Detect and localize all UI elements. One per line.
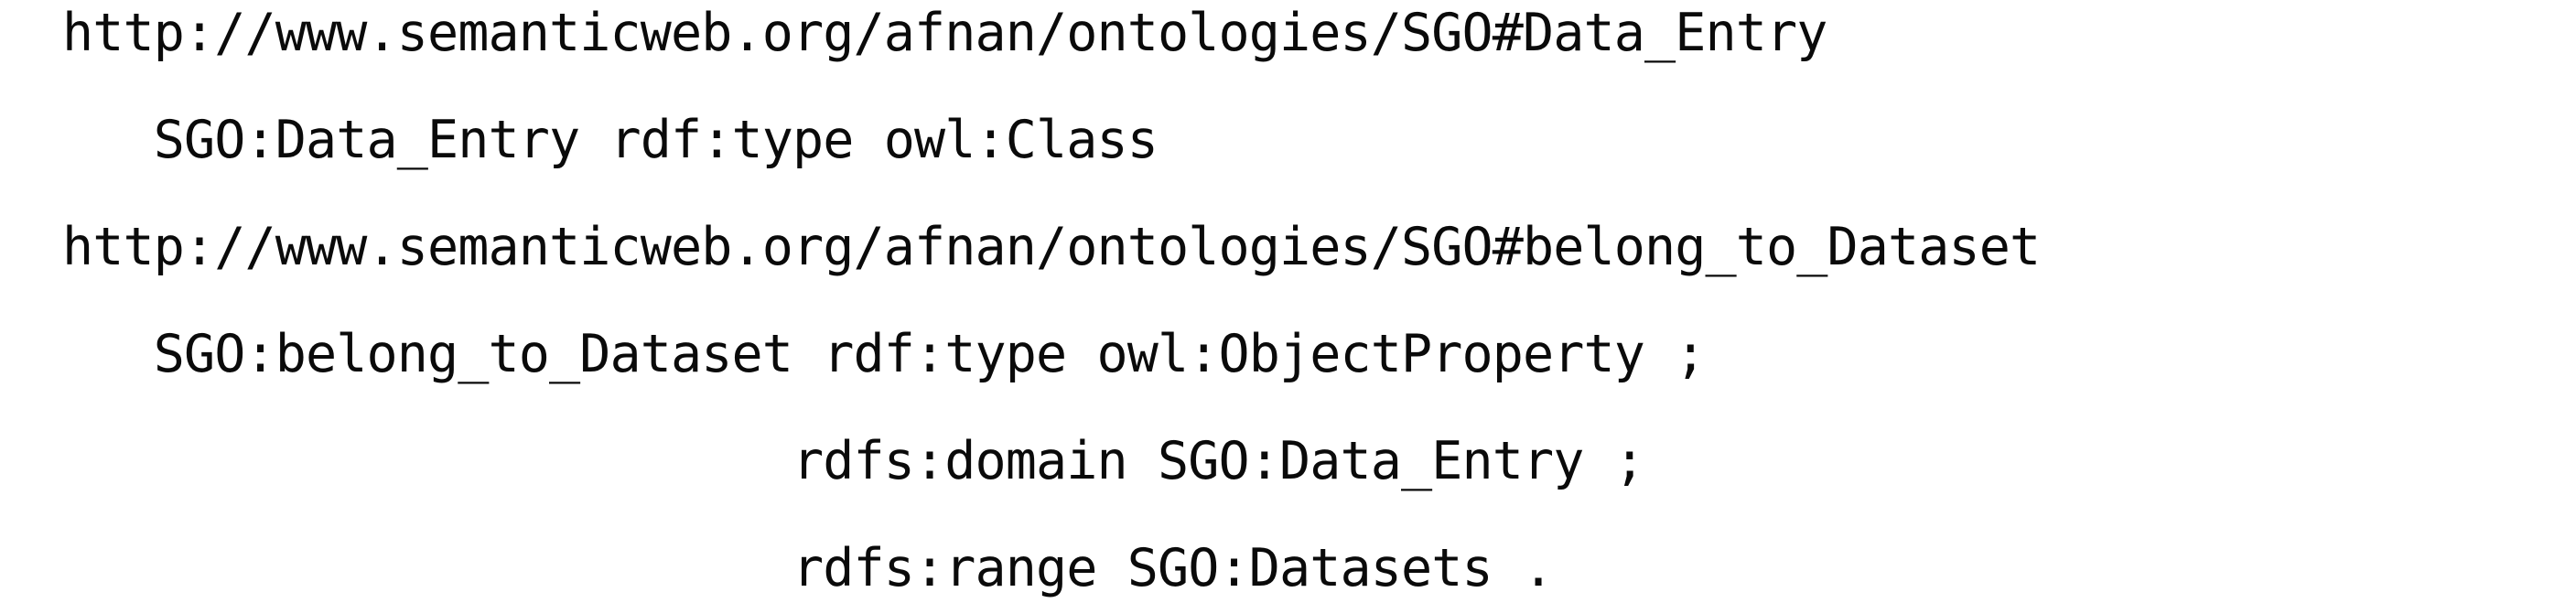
code-line-3: http://www.semanticweb.org/afnan/ontolog… [62, 217, 2041, 277]
code-line-6: rdfs:range SGO:Datasets . [62, 538, 1554, 598]
code-line-2: SGO:Data_Entry rdf:type owl:Class [62, 110, 1159, 170]
code-line-1: http://www.semanticweb.org/afnan/ontolog… [62, 3, 1827, 63]
code-line-5: rdfs:domain SGO:Data_Entry ; [62, 431, 1645, 491]
code-line-4: SGO:belong_to_Dataset rdf:type owl:Objec… [62, 324, 1707, 384]
